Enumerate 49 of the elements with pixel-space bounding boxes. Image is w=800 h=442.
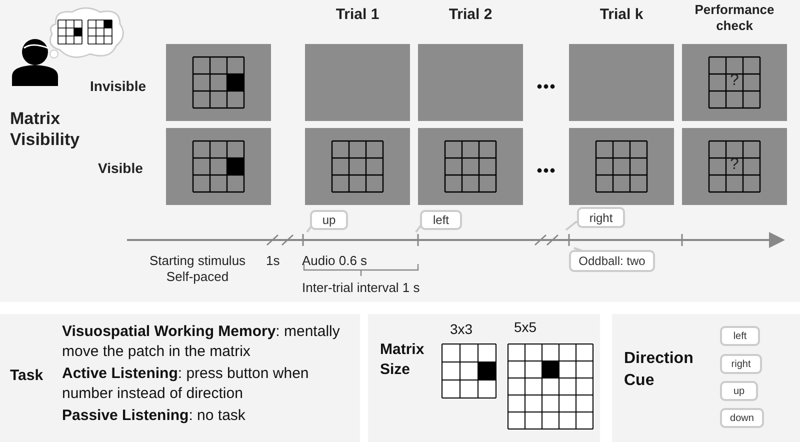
question-mark: ? [729, 156, 740, 174]
description-text: Passive Listening: no task [62, 406, 246, 426]
cue-text: right [731, 358, 751, 370]
description-text: Active Listening: press button when number instead of direction [62, 364, 310, 404]
cue-text: right [589, 210, 613, 224]
speech-bubble [720, 326, 760, 346]
speech-bubble [720, 354, 762, 374]
row-label: Invisible [90, 78, 148, 96]
speech-bubble [310, 210, 348, 230]
speech-bubble [420, 210, 462, 230]
timeline-label: 1s [266, 253, 281, 270]
trial-heading: Trial 2 [448, 6, 494, 25]
cue-text: left [733, 330, 747, 342]
panel-heading: Direction Cue [624, 349, 694, 391]
row-label: Visible [98, 160, 144, 178]
stimulus-screen [418, 44, 523, 121]
cue-text: left [432, 213, 449, 227]
panel-heading: Task [10, 366, 44, 386]
stimulus-screen [682, 128, 787, 205]
size-label: 5x5 [514, 318, 538, 337]
stimulus-screen [166, 128, 271, 205]
trial-heading: Trial 1 [334, 6, 380, 25]
stimulus-screen [682, 44, 787, 121]
stimulus-screen [166, 44, 271, 121]
cue-text: down [730, 412, 754, 424]
speech-bubble [720, 408, 764, 428]
speech-bubble [577, 207, 625, 228]
trial-heading: Trial k [598, 6, 644, 25]
stimulus-screen [305, 128, 410, 205]
info-panel [612, 314, 800, 442]
cue-text: up [322, 213, 336, 227]
question-mark: ? [729, 72, 740, 90]
axis-title: Matrix Visibility [10, 108, 81, 150]
cue-text: Oddball: two [578, 254, 646, 268]
trial-heading: Performance check [694, 2, 776, 34]
cue-text: up [733, 386, 745, 396]
timeline-label: Inter-trial interval 1 s [302, 280, 421, 296]
speech-bubble [569, 250, 655, 272]
timeline-label: Starting stimulus Self-paced [148, 253, 247, 286]
size-label: 3x3 [450, 320, 474, 339]
stimulus-screen [569, 128, 674, 205]
info-panel [368, 314, 600, 442]
stimulus-screen [418, 128, 523, 205]
speech-bubble [720, 381, 758, 401]
stimulus-screen [569, 44, 674, 121]
description-text: Visuospatial Working Memory: mentally move the patch in the matrix [62, 322, 341, 362]
panel-heading: Matrix Size [380, 340, 426, 380]
stimulus-screen [305, 44, 410, 121]
timeline-label: Audio 0.6 s [302, 253, 368, 270]
